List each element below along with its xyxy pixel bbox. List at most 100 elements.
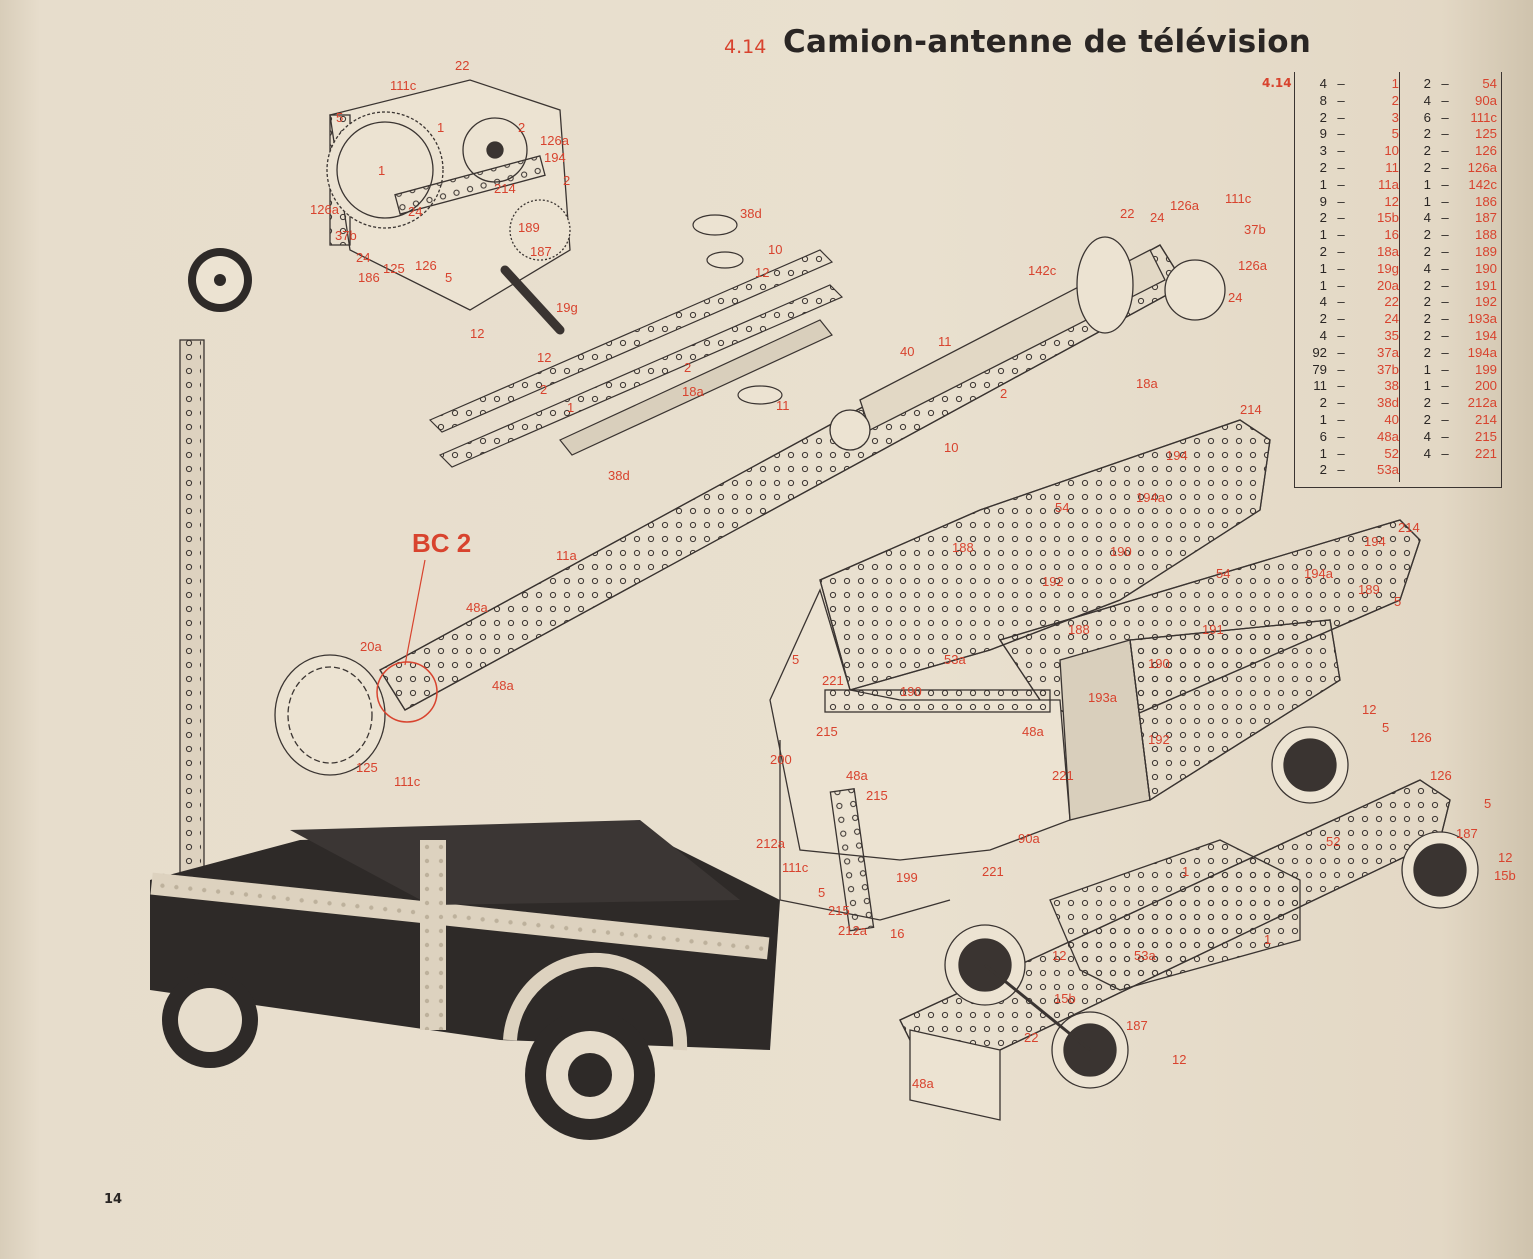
callout-label: 189 <box>1358 582 1380 597</box>
callout-label: 194 <box>1166 448 1188 463</box>
callout-label: 111c <box>394 774 421 789</box>
part-dash: – <box>1337 193 1345 209</box>
part-dash: – <box>1337 92 1345 108</box>
parts-row: 4– 187 <box>1405 210 1497 227</box>
part-number: 54 <box>1482 76 1497 91</box>
part-number: 187 <box>1474 210 1497 226</box>
callout-label: 2 <box>1000 386 1007 401</box>
boom-main <box>274 236 1226 776</box>
part-dash: – <box>1441 76 1449 91</box>
parts-row: 2–18a <box>1301 244 1399 261</box>
gearbox-subassembly <box>326 79 571 335</box>
part-quantity: 2 <box>1423 327 1431 343</box>
callout-label: 215 <box>866 788 888 803</box>
part-dash: – <box>1337 243 1345 259</box>
part-number: 38d <box>1376 395 1399 411</box>
part-quantity: 9 <box>1319 126 1327 142</box>
part-number: 35 <box>1384 327 1399 343</box>
part-dash: – <box>1337 445 1345 461</box>
part-quantity: 2 <box>1423 126 1431 142</box>
parts-row: 2–212a <box>1405 395 1497 412</box>
part-number: 189 <box>1474 243 1497 259</box>
parts-row: 1–16 <box>1301 227 1399 244</box>
callout-label: 192 <box>1148 732 1170 747</box>
parts-row: 2–214 <box>1405 412 1497 429</box>
parts-row: 4–22 <box>1301 294 1399 311</box>
parts-row: 2– 54 <box>1405 76 1497 93</box>
callout-label: 111c <box>390 78 417 93</box>
page-title: Camion-antenne de télévision <box>783 24 1311 60</box>
callout-label: 40 <box>900 344 914 359</box>
callout-label: 10 <box>944 440 958 455</box>
part-quantity: 1 <box>1319 445 1327 461</box>
part-dash: – <box>1441 210 1449 226</box>
parts-row: 2–189 <box>1405 244 1497 261</box>
callout-labels: BC 2111c221512126a194221418918719g121265… <box>310 58 1516 1091</box>
part-dash: – <box>1337 126 1345 142</box>
part-number: 200 <box>1474 378 1497 394</box>
part-quantity: 4 <box>1319 327 1327 343</box>
callout-label: 54 <box>1055 500 1069 515</box>
callout-label: 125 <box>383 261 405 276</box>
part-quantity: 1 <box>1423 361 1431 377</box>
part-number: 125 <box>1474 126 1497 142</box>
callout-label: 212a <box>756 836 786 851</box>
part-quantity: 1 <box>1319 260 1327 276</box>
parts-row: 1–40 <box>1301 412 1399 429</box>
callout-label: 2 <box>540 382 547 397</box>
callout-label: 11 <box>776 398 790 413</box>
parts-row: 4–215 <box>1405 429 1497 446</box>
part-dash: – <box>1337 277 1345 293</box>
part-number: 215 <box>1474 428 1497 444</box>
parts-column-divider <box>1399 72 1400 482</box>
part-dash: – <box>1441 159 1449 175</box>
part-dash: – <box>1337 361 1345 377</box>
part-quantity: 92 <box>1312 344 1327 360</box>
callout-label: 111c <box>782 860 809 875</box>
part-dash: – <box>1441 445 1449 461</box>
part-quantity: 2 <box>1319 210 1327 226</box>
part-dash: – <box>1441 294 1449 310</box>
part-dash: – <box>1441 193 1449 209</box>
callout-label: 5 <box>1382 720 1389 735</box>
part-quantity: 4 <box>1423 210 1431 226</box>
part-quantity: 1 <box>1319 227 1327 243</box>
callout-label: 186 <box>358 270 380 285</box>
callout-label: 214 <box>494 181 516 196</box>
parts-row: 4–190 <box>1405 261 1497 278</box>
part-dash: – <box>1441 109 1449 125</box>
part-number: 193a <box>1467 311 1497 327</box>
part-dash: – <box>1337 395 1345 411</box>
part-dash: – <box>1441 176 1449 192</box>
callout-label: 212a <box>838 923 868 938</box>
part-dash: – <box>1337 159 1345 175</box>
part-dash: – <box>1337 462 1345 478</box>
part-dash: – <box>1441 428 1449 444</box>
callout-label: 192 <box>1042 574 1064 589</box>
callout-label: 2 <box>518 120 525 135</box>
part-quantity: 2 <box>1423 344 1431 360</box>
part-quantity: 3 <box>1319 143 1327 159</box>
parts-row: 2–194a <box>1405 345 1497 362</box>
parts-row: 2–191 <box>1405 278 1497 295</box>
part-number: 48a <box>1376 428 1399 444</box>
callout-label: 10 <box>768 242 782 257</box>
part-dash: – <box>1441 260 1449 276</box>
part-number: 19g <box>1376 260 1399 276</box>
callout-label: 125 <box>356 760 378 775</box>
part-number: 16 <box>1384 227 1399 243</box>
parts-row: 1–199 <box>1405 362 1497 379</box>
part-number: 194 <box>1474 327 1497 343</box>
part-dash: – <box>1441 327 1449 343</box>
part-quantity: 2 <box>1423 76 1431 91</box>
part-number: 190 <box>1474 260 1497 276</box>
part-quantity: 2 <box>1319 395 1327 411</box>
part-quantity: 6 <box>1423 109 1431 125</box>
part-quantity: 1 <box>1423 176 1431 192</box>
part-number: 37b <box>1376 361 1399 377</box>
callout-label: 15b <box>1494 868 1516 883</box>
callout-label: 12 <box>1052 948 1066 963</box>
